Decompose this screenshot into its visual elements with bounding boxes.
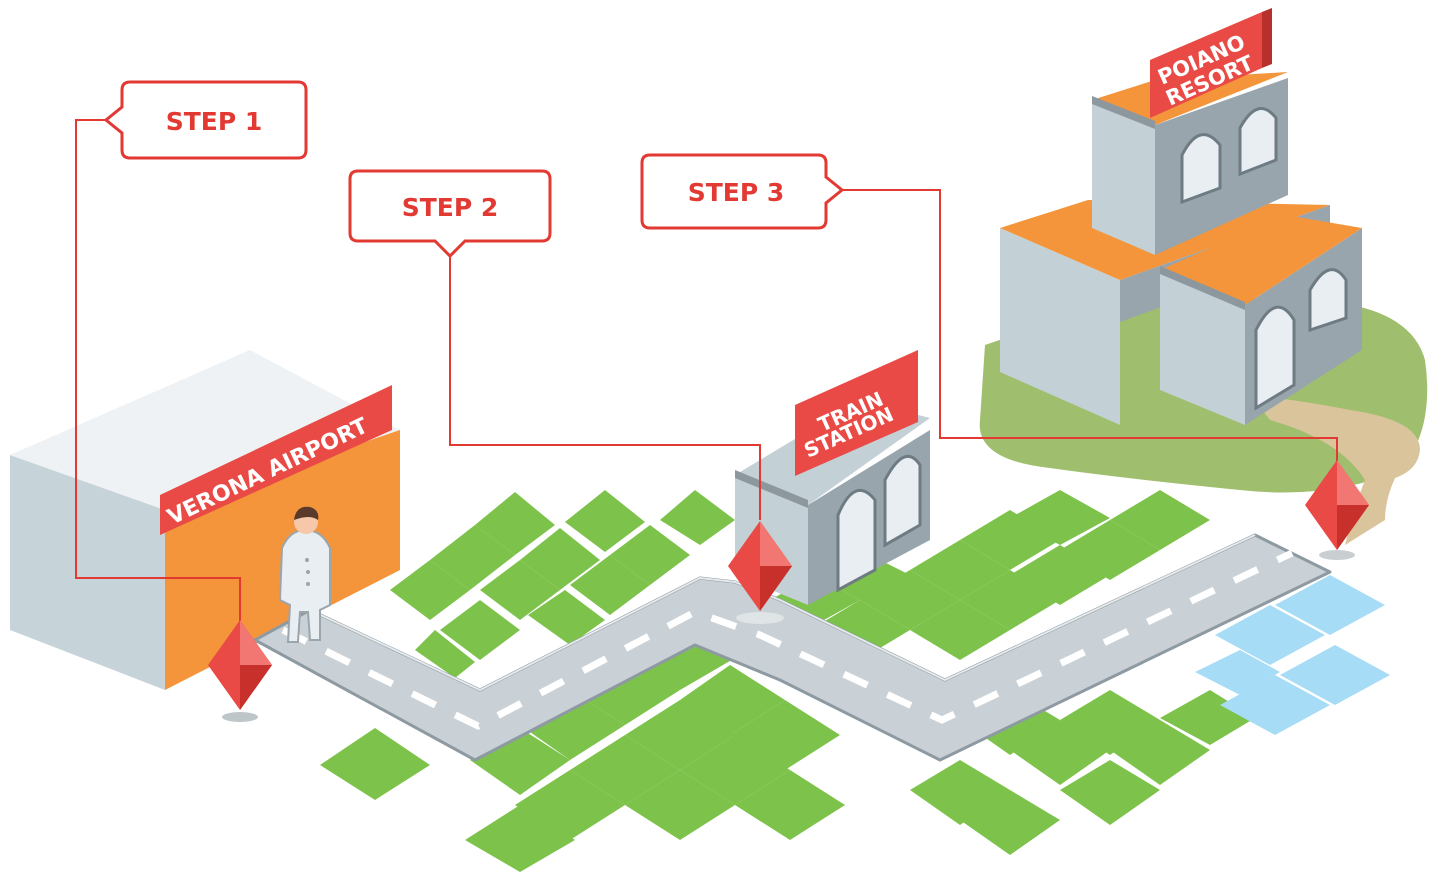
water-tiles: [1195, 575, 1390, 735]
traveler-figure-icon: [278, 506, 331, 643]
step-1-callout: STEP 1: [103, 80, 308, 160]
step-2-callout: STEP 2: [348, 169, 552, 259]
step-2-label: STEP 2: [402, 193, 499, 222]
callout-connectors: [75, 119, 1338, 625]
step-3-label: STEP 3: [688, 178, 785, 207]
location-marker-icon: [208, 620, 272, 722]
location-marker-icon: [1305, 460, 1369, 560]
poiano-resort-building: POIANO RESORT: [1000, 8, 1362, 425]
step-3-callout: STEP 3: [640, 153, 845, 230]
road: [253, 533, 1332, 762]
location-marker-icon: [728, 521, 792, 624]
step-1-label: STEP 1: [166, 107, 263, 136]
